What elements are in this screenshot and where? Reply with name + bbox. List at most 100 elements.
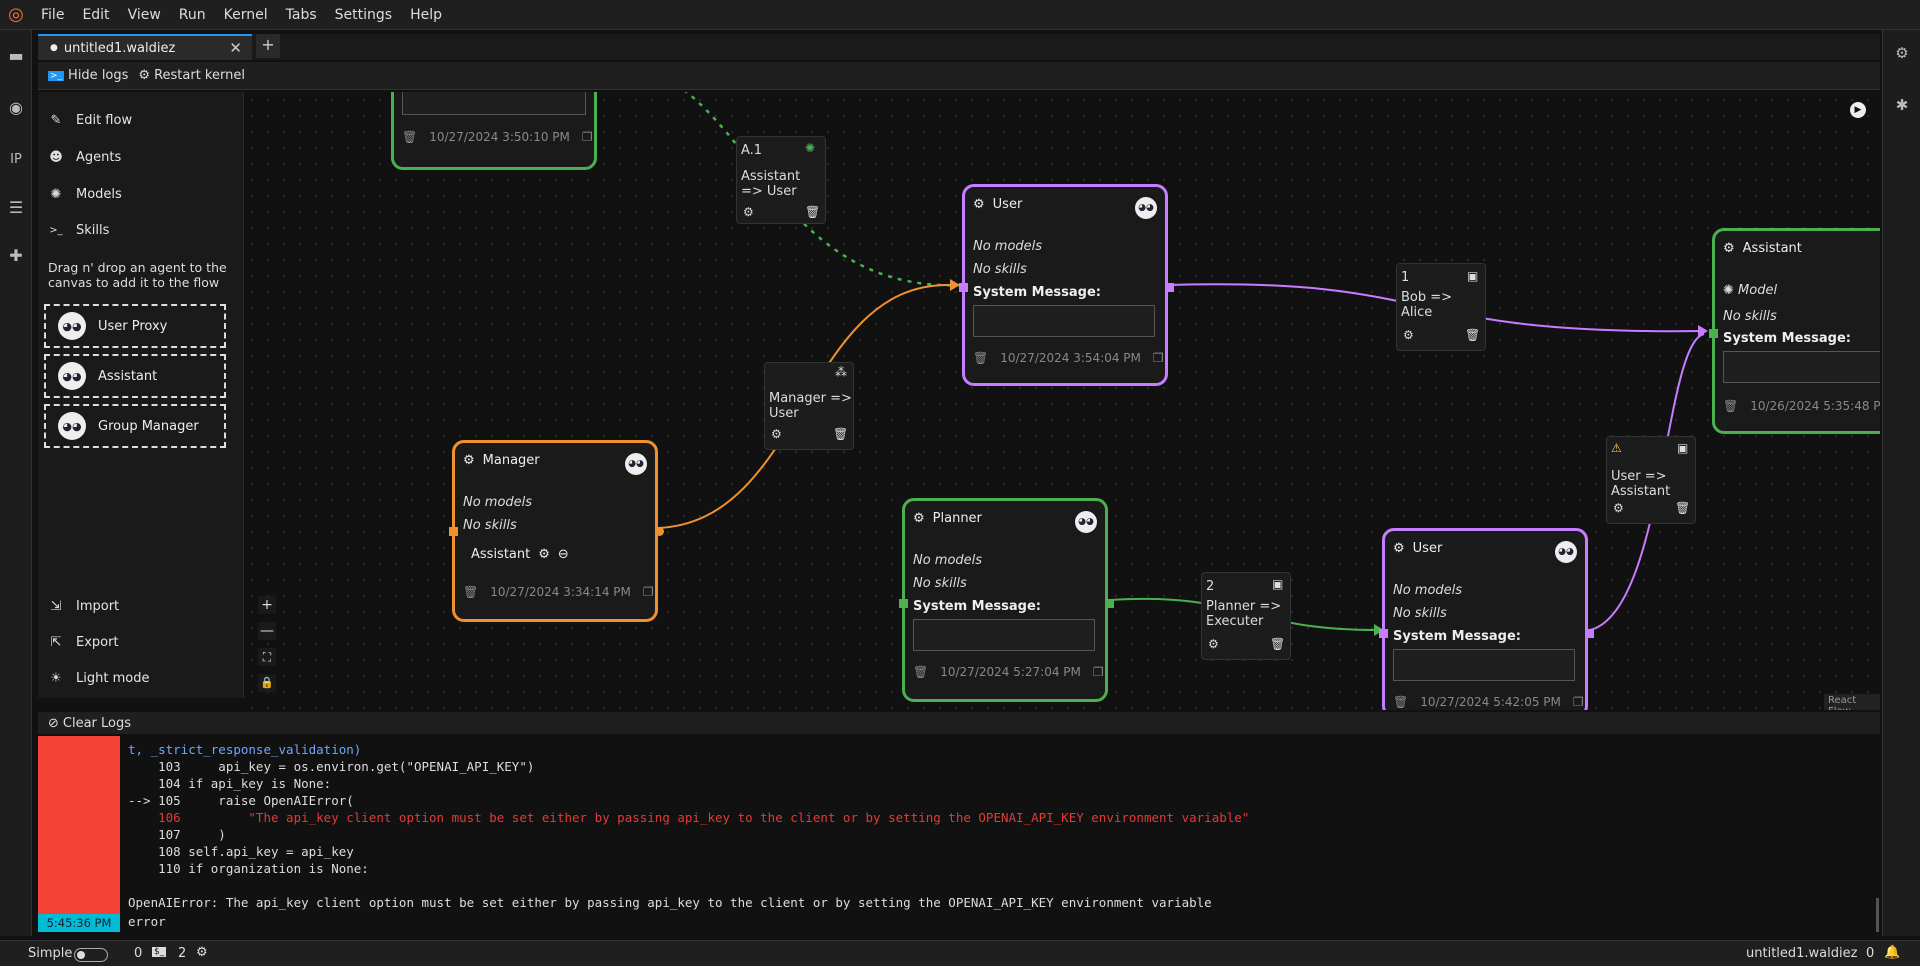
gear-icon[interactable]: ⚙ (973, 197, 985, 212)
remove-member-icon[interactable]: ⊖ (557, 547, 569, 562)
hide-logs-button[interactable]: >_ Hide logs (48, 68, 128, 83)
target-handle[interactable] (449, 527, 458, 536)
restart-kernel-button[interactable]: ⚙ Restart kernel (138, 68, 245, 83)
simple-mode-toggle[interactable] (74, 948, 108, 962)
lock-button[interactable]: 🔒 (258, 674, 276, 692)
trash-icon[interactable]: 🗑 (1270, 637, 1286, 651)
gear-icon[interactable]: ⚙ (771, 427, 782, 441)
drag-agent-user-proxy[interactable]: ◕◕ User Proxy (44, 304, 226, 348)
edge-card-2[interactable]: 2 ▣ Planner => Executer ⚙ 🗑 (1201, 572, 1291, 660)
sidebar-item-agents[interactable]: ☻ Agents (38, 139, 244, 175)
agent-node-manager[interactable]: ⚙ Manager ◕◕ No models No skills Assista… (449, 440, 664, 622)
edge-card-manager-user[interactable]: ⁂ Manager => User ⚙ 🗑 (764, 362, 854, 450)
add-tab-button[interactable]: + (256, 34, 280, 58)
table-of-contents-icon[interactable]: ☰ (8, 198, 24, 217)
bell-icon[interactable]: 🔔 (1884, 945, 1901, 960)
sidebar-item-import[interactable]: ⇲ Import (38, 588, 244, 624)
gear-icon[interactable]: ⚙ (743, 205, 754, 219)
sidebar-item-light-mode[interactable]: ☀ Light mode (38, 660, 244, 696)
copy-icon[interactable]: ❐ (1092, 665, 1104, 679)
play-icon[interactable]: ▶ (1850, 102, 1866, 118)
menu-tabs[interactable]: Tabs (285, 6, 317, 23)
system-message-textarea[interactable] (973, 305, 1155, 337)
gear-icon[interactable]: ⚙ (196, 945, 208, 960)
flow-canvas[interactable]: 🗑 10/27/2024 3:50:10 PM ❐ A.1 ✺ Assistan… (244, 92, 1880, 710)
react-flow-attribution[interactable]: React Flow (1824, 694, 1880, 710)
agent-node-user-2[interactable]: ⚙ User ◕◕ No models No skills System Mes… (1379, 528, 1594, 710)
clear-icon[interactable]: ⊘ (48, 715, 59, 731)
sidebar-item-skills[interactable]: >_ Skills (38, 212, 244, 248)
drag-agent-group-manager[interactable]: ◕◕ Group Manager (44, 404, 226, 448)
extensions-icon[interactable]: ✚ (9, 246, 23, 265)
gear-icon[interactable]: ⚙ (1208, 637, 1219, 651)
trash-icon[interactable]: 🗑 (973, 351, 989, 365)
target-handle[interactable] (1379, 629, 1388, 638)
trash-icon[interactable]: 🗑 (1465, 328, 1481, 342)
source-handle[interactable] (655, 527, 664, 536)
menu-file[interactable]: File (41, 6, 65, 23)
sidebar-item-export[interactable]: ⇱ Export (38, 624, 244, 660)
gear-icon[interactable]: ⚙ (538, 547, 550, 562)
gear-icon[interactable]: ⚙ (1723, 241, 1735, 256)
folder-icon[interactable]: ▬ (8, 46, 24, 65)
terminal-count[interactable]: 0 (134, 946, 143, 961)
menu-run[interactable]: Run (178, 6, 206, 23)
sidebar-item-edit-flow[interactable]: ✎ Edit flow (38, 102, 244, 138)
gear-icon[interactable]: ⚙ (913, 511, 925, 526)
kernel-count[interactable]: 2 (178, 946, 187, 961)
property-gears-icon[interactable]: ⚙ (1895, 44, 1909, 62)
menu-view[interactable]: View (127, 6, 161, 23)
tab-untitled1[interactable]: ● untitled1.waldiez ✕ (38, 34, 252, 60)
property-inspector-icon[interactable]: IP (10, 152, 22, 167)
zoom-out-button[interactable]: — (258, 622, 276, 640)
gear-icon[interactable]: ⚙ (1613, 501, 1624, 515)
menu-edit[interactable]: Edit (82, 6, 110, 23)
source-handle[interactable] (1585, 629, 1594, 638)
gear-icon[interactable]: ⚙ (463, 453, 475, 468)
zoom-in-button[interactable]: + (258, 596, 276, 614)
menu-kernel[interactable]: Kernel (223, 6, 268, 23)
trash-icon[interactable]: 🗑 (402, 130, 418, 144)
source-handle[interactable] (1105, 599, 1114, 608)
trash-icon[interactable]: 🗑 (1393, 695, 1409, 709)
edge-card-user-assistant[interactable]: ⚠ ▣ User => Assistant ⚙ 🗑 (1606, 436, 1696, 524)
target-handle[interactable] (959, 283, 968, 292)
menu-settings[interactable]: Settings (334, 6, 393, 23)
menu-help[interactable]: Help (410, 6, 442, 23)
agent-node-partial[interactable]: 🗑 10/27/2024 3:50:10 PM ❐ (391, 92, 597, 170)
trash-icon[interactable]: 🗑 (463, 585, 479, 599)
fit-view-button[interactable]: ⛶ (258, 648, 276, 666)
gear-icon[interactable]: ⚙ (1393, 541, 1405, 556)
sidebar-item-models[interactable]: ✺ Models (38, 176, 244, 212)
gear-icon[interactable]: ⚙ (1403, 328, 1414, 342)
agent-node-user[interactable]: ⚙ User ◕◕ No models No skills System Mes… (959, 184, 1174, 386)
close-tab-icon[interactable]: ✕ (229, 39, 242, 57)
running-icon[interactable]: ◉ (9, 98, 23, 117)
copy-icon[interactable]: ❐ (581, 130, 593, 144)
source-handle[interactable] (1165, 283, 1174, 292)
trash-icon[interactable]: 🗑 (805, 205, 821, 219)
system-message-textarea[interactable] (913, 619, 1095, 651)
trash-icon[interactable]: 🗑 (833, 427, 849, 441)
log-scrollbar[interactable] (1876, 898, 1879, 932)
agent-node-planner[interactable]: ⚙ Planner ◕◕ No models No skills System … (899, 498, 1114, 702)
drag-agent-assistant[interactable]: ◕◕ Assistant (44, 354, 226, 398)
target-handle[interactable] (1709, 329, 1718, 338)
edge-card-1[interactable]: 1 ▣ Bob => Alice ⚙ 🗑 (1396, 263, 1486, 351)
trash-icon[interactable]: 🗑 (913, 665, 929, 679)
copy-icon[interactable]: ❐ (1572, 695, 1584, 709)
system-message-textarea[interactable] (1723, 351, 1880, 383)
system-message-textarea[interactable] (402, 92, 586, 115)
notification-count[interactable]: 0 (1866, 946, 1875, 961)
trash-icon[interactable]: 🗑 (1675, 501, 1691, 515)
debugger-icon[interactable]: ✱ (1895, 96, 1909, 114)
clear-logs-button[interactable]: Clear Logs (62, 715, 132, 731)
system-message-textarea[interactable] (1393, 649, 1575, 681)
agent-node-assistant[interactable]: ⚙ Assistant ✺ Model No skills System Mes… (1709, 228, 1880, 434)
target-handle[interactable] (899, 599, 908, 608)
trash-icon[interactable]: 🗑 (1723, 399, 1739, 413)
copy-icon[interactable]: ❐ (642, 585, 654, 599)
logs-panel[interactable]: 5:45:36 PM t, _strict_response_validatio… (38, 736, 1880, 936)
copy-icon[interactable]: ❐ (1152, 351, 1164, 365)
edge-card-a1[interactable]: A.1 ✺ Assistant => User ⚙ 🗑 (736, 136, 826, 224)
